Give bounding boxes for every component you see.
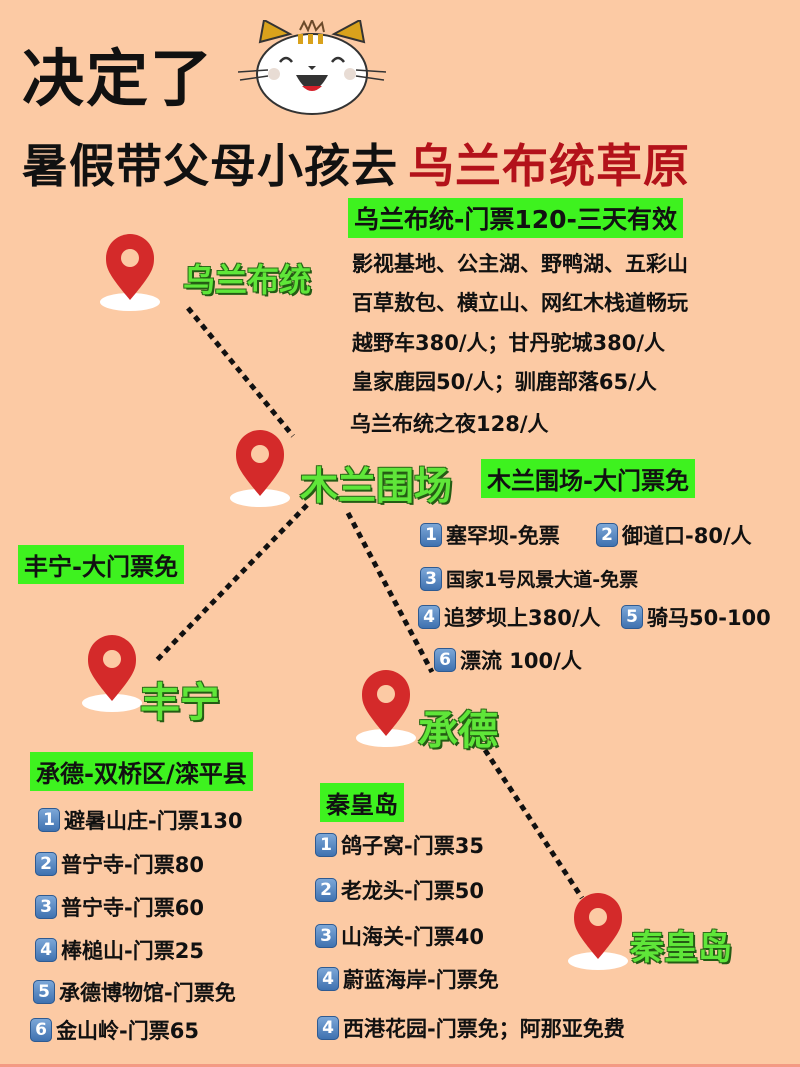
map-pin-icon	[82, 635, 142, 712]
number-badge-icon: 4	[317, 967, 339, 991]
wulanbutong-heading: 乌兰布统-门票120-三天有效	[348, 198, 683, 238]
wulanbutong-line-4: 皇家鹿园50/人；驯鹿部落65/人	[352, 370, 657, 394]
number-badge-icon: 1	[420, 523, 442, 547]
map-label-wulanbutong: 乌兰布统	[183, 261, 312, 299]
pin-qinhuangdao	[566, 893, 630, 977]
wulanbutong-line-1: 影视基地、公主湖、野鸭湖、五彩山	[352, 252, 688, 276]
title-line-1: 决定了	[22, 42, 215, 115]
number-badge-icon: 2	[315, 878, 337, 902]
map-pin-icon	[100, 234, 160, 311]
pin-mulanweichang	[228, 430, 292, 514]
number-badge-icon: 1	[315, 833, 337, 857]
number-badge-icon: 4	[418, 605, 440, 629]
mulanweichang-heading: 木兰围场-大门票免	[481, 459, 695, 498]
number-badge-icon: 6	[30, 1018, 52, 1042]
qinhuangdao-heading: 秦皇岛	[320, 783, 404, 822]
number-badge-icon: 4	[317, 1016, 339, 1040]
number-badge-icon: 2	[596, 523, 618, 547]
number-badge-icon: 5	[621, 605, 643, 629]
bottom-border	[0, 1064, 800, 1067]
map-label-chengde: 承德	[418, 708, 498, 754]
number-badge-icon: 5	[33, 980, 55, 1004]
title-red-text: 乌兰布统草原	[408, 139, 690, 193]
map-label-mulanweichang: 木兰围场	[300, 464, 453, 508]
number-badge-icon: 2	[35, 852, 57, 876]
title-line-2: 暑假带父母小孩去乌兰布统草原	[22, 130, 690, 196]
number-badge-icon: 6	[434, 648, 456, 672]
pin-wulanbutong	[98, 234, 162, 318]
wulanbutong-line-5: 乌兰布统之夜128/人	[350, 412, 549, 436]
pin-fengning	[80, 635, 144, 719]
title-black-text: 暑假带父母小孩去	[22, 139, 398, 193]
map-label-qinhuangdao: 秦皇岛	[630, 928, 732, 968]
map-pin-icon	[230, 430, 290, 507]
wulanbutong-line-3: 越野车380/人；甘丹驼城380/人	[352, 331, 666, 355]
fengning-heading: 丰宁-大门票免	[18, 545, 184, 584]
wulanbutong-line-2: 百草敖包、横立山、网红木栈道畅玩	[352, 291, 688, 315]
number-badge-icon: 3	[315, 924, 337, 948]
number-badge-icon: 1	[38, 808, 60, 832]
number-badge-icon: 3	[420, 566, 442, 591]
map-label-fengning: 丰宁	[140, 680, 220, 726]
pin-chengde	[354, 670, 418, 754]
cat-face-icon	[237, 17, 387, 115]
map-pin-icon	[568, 893, 628, 970]
map-pin-icon	[356, 670, 416, 747]
chengde-heading: 承德-双桥区/滦平县	[30, 752, 253, 791]
number-badge-icon: 3	[35, 895, 57, 919]
number-badge-icon: 4	[35, 938, 57, 962]
